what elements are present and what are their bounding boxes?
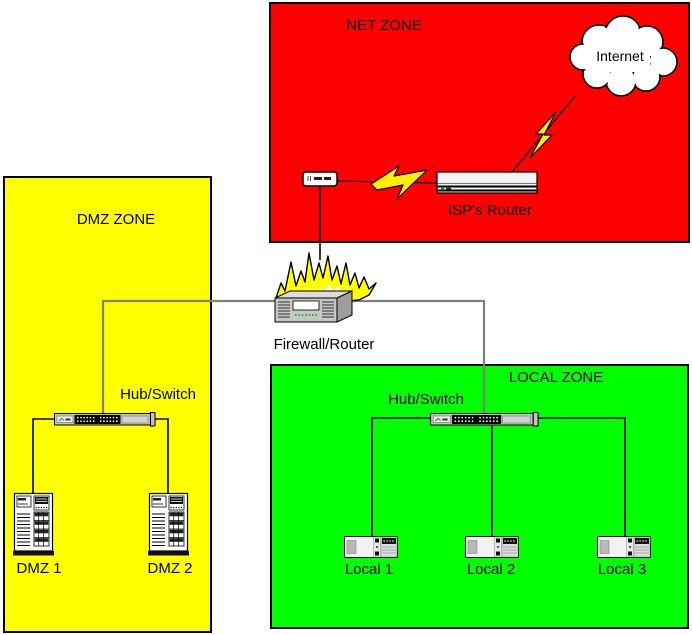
server-icon <box>147 492 190 557</box>
internet-label: Internet <box>596 48 644 64</box>
dmz-zone-box <box>3 176 212 633</box>
modem-icon <box>302 171 338 187</box>
internet-cloud-icon <box>569 15 678 97</box>
workstation-icon <box>464 535 520 559</box>
local-hub-label: Hub/Switch <box>388 391 464 408</box>
local-zone-box <box>270 364 689 629</box>
hub-switch-icon <box>429 411 539 427</box>
lightning-bolt-icon <box>529 111 557 159</box>
dmz-zone-title: DMZ ZONE <box>76 211 156 228</box>
firewall-label: Firewall/Router <box>273 336 375 353</box>
server-icon <box>12 492 55 557</box>
firewall-router-icon <box>274 290 353 323</box>
local2-label: Local 2 <box>466 561 516 578</box>
isp-router-label: ISP's Router <box>448 202 532 219</box>
lightning-bolt-icon <box>370 165 428 200</box>
local3-drop-line <box>536 417 626 537</box>
isp-router-icon <box>436 171 538 194</box>
workstation-icon <box>596 535 652 559</box>
local1-drop-line <box>371 417 432 537</box>
dmz1-drop-line <box>32 418 57 495</box>
local-zone-title: LOCAL ZONE <box>508 369 604 386</box>
dmz1-label: DMZ 1 <box>16 560 62 577</box>
dmz2-drop-line <box>149 418 169 495</box>
local3-label: Local 3 <box>597 561 647 578</box>
net-zone-title: NET ZONE <box>346 17 422 34</box>
hub-switch-icon <box>53 411 156 427</box>
dmz-hub-label: Hub/Switch <box>120 386 196 403</box>
local1-label: Local 1 <box>344 561 394 578</box>
dmz2-label: DMZ 2 <box>147 560 193 577</box>
workstation-icon <box>343 535 399 559</box>
